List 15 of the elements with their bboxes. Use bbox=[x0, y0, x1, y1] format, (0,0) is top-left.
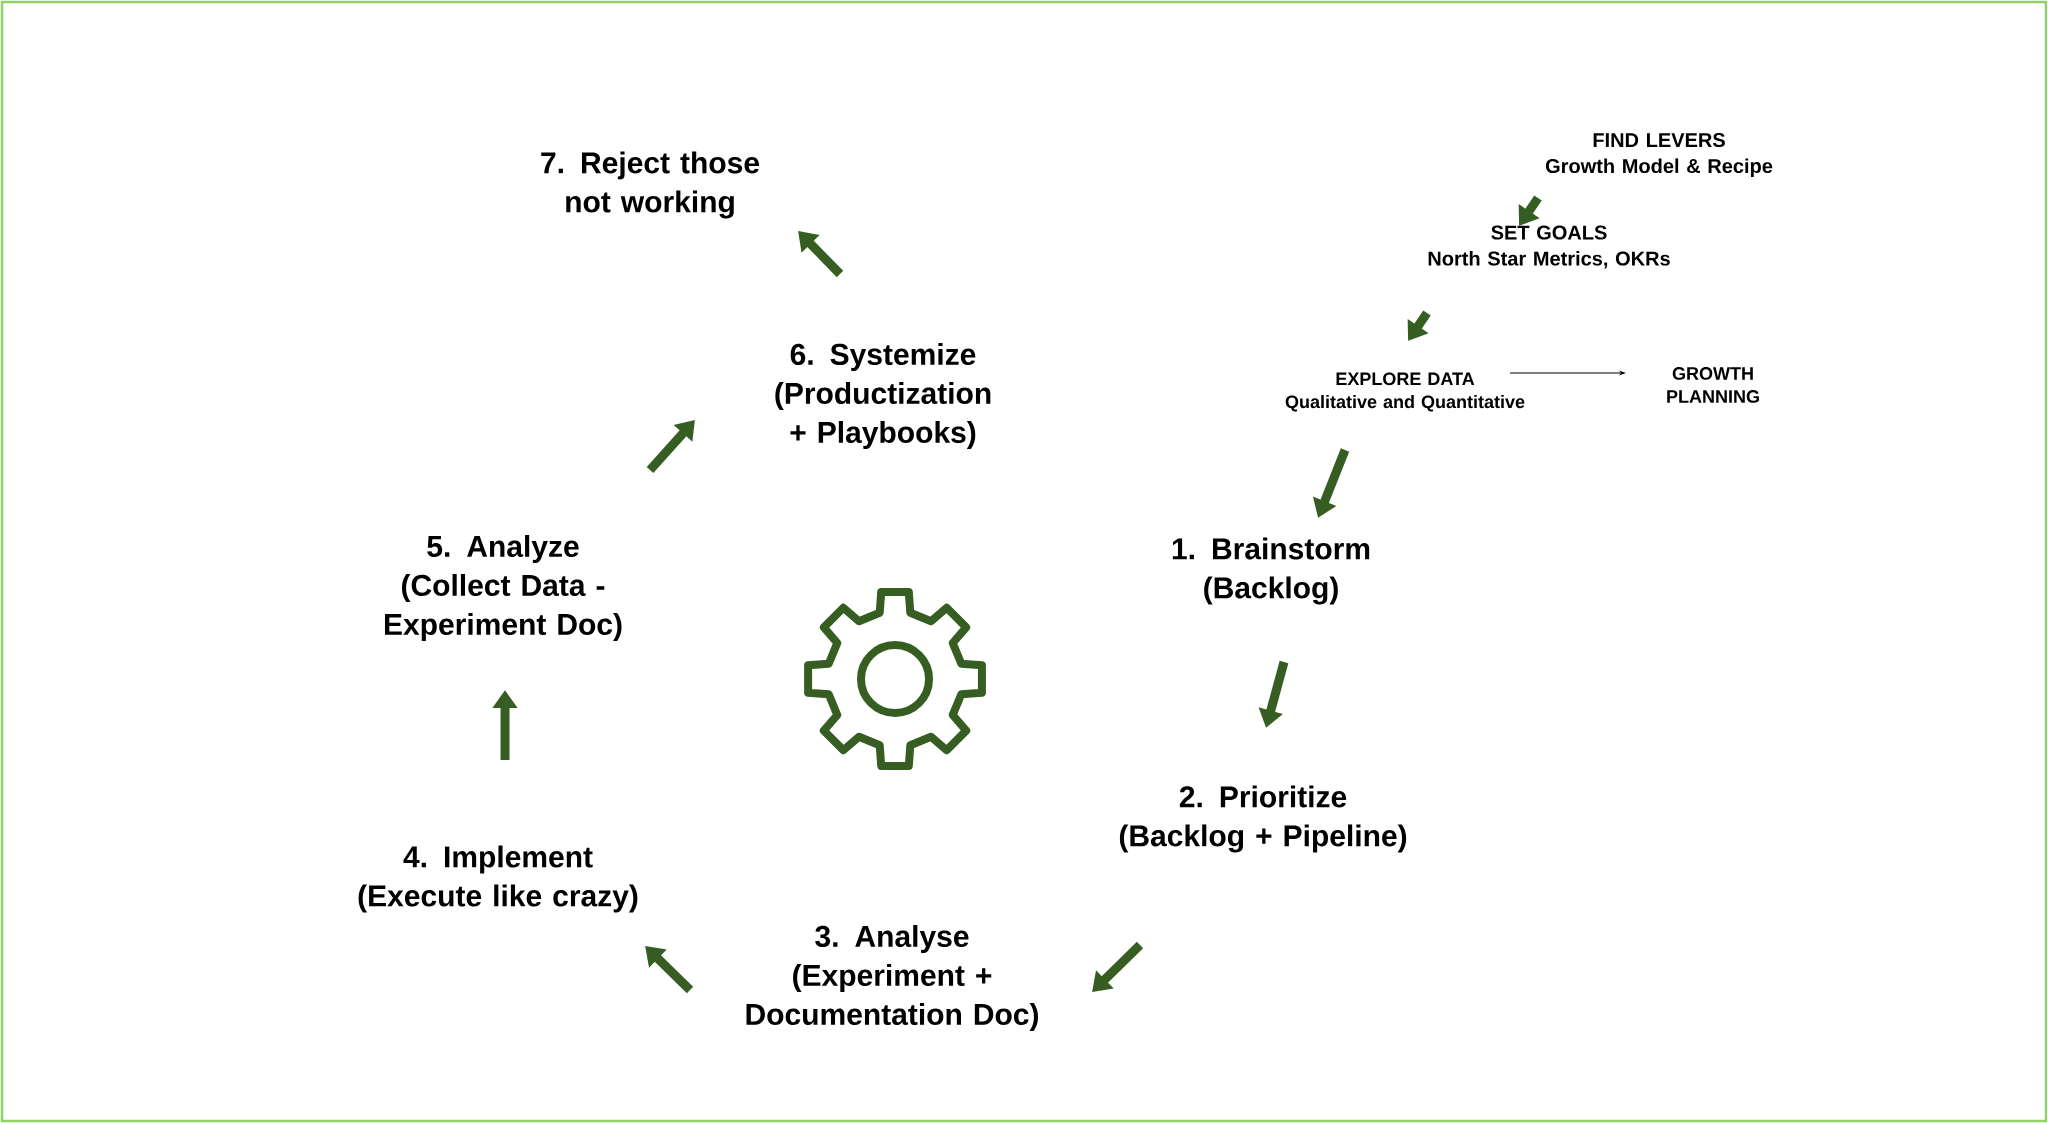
step-text: 7. Reject those not working bbox=[541, 151, 759, 219]
step-text: 2. Prioritize (Backlog + Pipeline) bbox=[1119, 785, 1407, 853]
step-text: 5. Analyze (Collect Data - Experiment Doc) bbox=[385, 535, 622, 641]
arrow bbox=[1092, 941, 1144, 992]
arrow bbox=[798, 231, 844, 278]
step-text: 3. Analyse (Experiment + Documentation Doc) bbox=[746, 925, 1038, 1031]
step-text: EXPLORE DATA Qualitative and Quantitative bbox=[1285, 372, 1525, 412]
step-text: 4. Implement (Execute like crazy) bbox=[358, 845, 638, 913]
arrow bbox=[645, 946, 694, 994]
step-text: 6. Systemize (Productization + Playbooks) bbox=[775, 343, 991, 449]
arrow bbox=[646, 420, 695, 473]
step-text: GROWTH PLANNING bbox=[1667, 367, 1759, 403]
step-text: SET GOALS North Star Metrics, OKRs bbox=[1428, 225, 1670, 269]
step-text: FIND LEVERS Growth Model & Recipe bbox=[1545, 132, 1773, 178]
step-text: 1. Brainstorm (Backlog) bbox=[1172, 537, 1370, 605]
